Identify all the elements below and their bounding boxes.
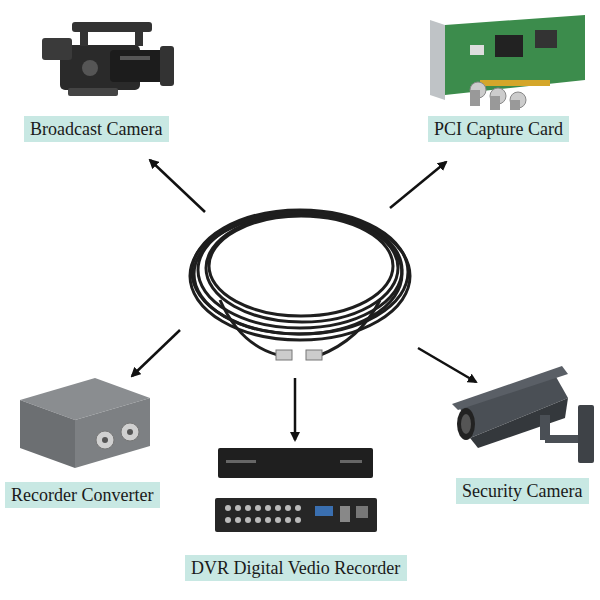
label-box: Recorder Converter [5, 482, 160, 508]
device-label: PCI Capture Card [434, 119, 563, 139]
device-label: Recorder Converter [11, 485, 154, 505]
label-box: PCI Capture Card [428, 116, 569, 142]
bnc-cable [190, 210, 410, 356]
device-label: Security Camera [462, 481, 583, 501]
pci-capture-card [430, 15, 585, 110]
label-box: Security Camera [456, 478, 589, 504]
device-label: Broadcast Camera [30, 119, 163, 139]
broadcast-camera [42, 22, 174, 96]
label-box: DVR Digital Vedio Recorder [185, 555, 407, 581]
label-box: Broadcast Camera [24, 116, 169, 142]
dvr-recorder [215, 448, 377, 532]
bnc-connector [276, 350, 322, 360]
device-label: DVR Digital Vedio Recorder [191, 558, 401, 578]
recorder-converter [20, 378, 150, 468]
arrow [132, 160, 476, 440]
